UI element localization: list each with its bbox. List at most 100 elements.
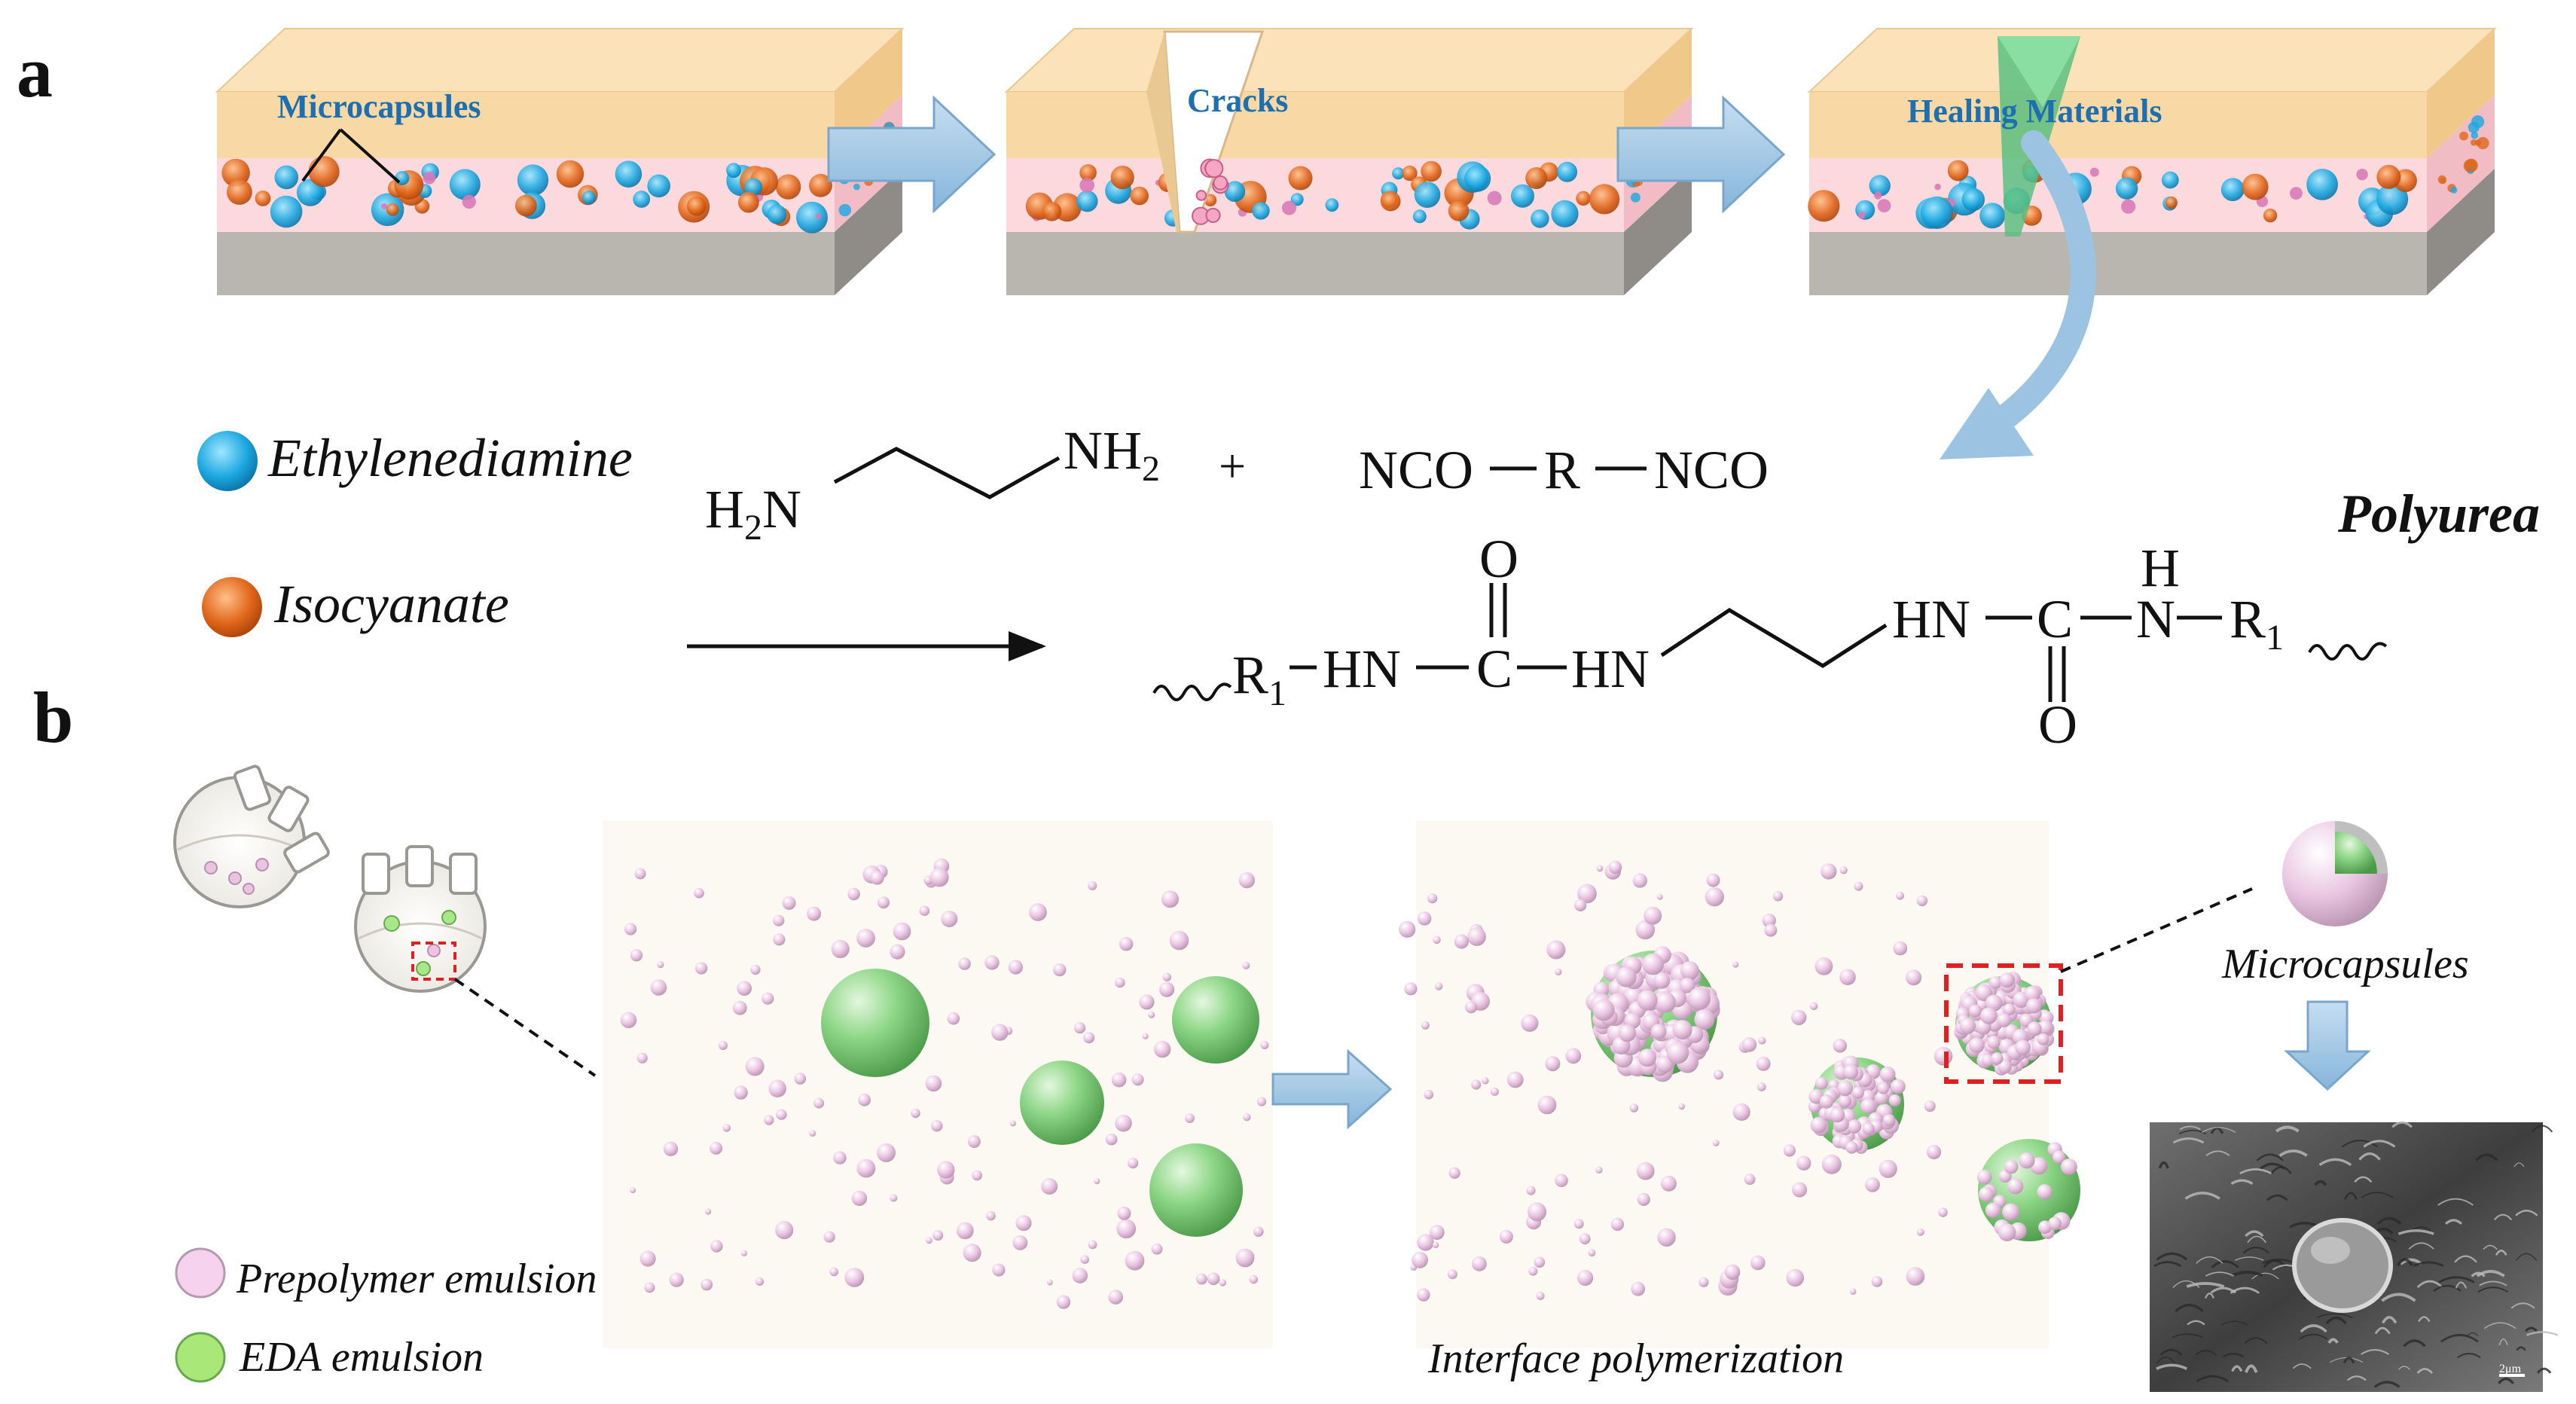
- diisocyanate-structure: NCO R NCO: [1359, 440, 1769, 500]
- ethylenediamine-legend-dot: [197, 431, 258, 491]
- cracks-label: Cracks: [1187, 82, 1288, 119]
- ethylenediamine-structure: H2N NH2: [705, 420, 1160, 548]
- prepolymer-droplet: [947, 1012, 960, 1025]
- flask-eda: [354, 845, 487, 993]
- prepolymer-droplet: [1536, 1292, 1545, 1300]
- prepolymer-droplet: [1108, 1290, 1123, 1305]
- prepolymer-droplet: [768, 1079, 786, 1097]
- prepolymer-droplet: [1238, 871, 1256, 889]
- prepolymer-droplet: [890, 944, 905, 960]
- prepolymer-droplet: [1744, 1174, 1756, 1186]
- polyurea-structure: R1 HN C O HN HN C O N H R1: [1152, 529, 2388, 755]
- prepolymer-droplet: [1537, 1095, 1557, 1115]
- prepolymer-droplet: [1169, 930, 1189, 951]
- prepolymer-droplet: [694, 962, 708, 975]
- eda-droplet: [1020, 1061, 1104, 1145]
- prepolymer-droplet: [1115, 1114, 1132, 1132]
- prepolymer-droplet: [1661, 1176, 1677, 1192]
- prepolymer-droplet: [1657, 1228, 1676, 1247]
- prepolymer-droplet: [1577, 1269, 1594, 1286]
- prepolymer-droplet: [1046, 1279, 1053, 1286]
- prepolymer-droplet: [1482, 1077, 1489, 1085]
- prepolymer-droplet: [630, 949, 643, 962]
- prepolymer-droplet: [1764, 923, 1778, 937]
- prepolymer-droplet: [1526, 1186, 1536, 1195]
- prepolymer-droplet: [890, 1194, 898, 1202]
- prepolymer-droplet: [1253, 1226, 1264, 1237]
- prepolymer-droplet: [870, 871, 884, 885]
- prepolymer-droplet: [639, 1250, 656, 1267]
- prepolymer-droplet: [1528, 1202, 1547, 1222]
- microcapsule-cluster: [1976, 1139, 2080, 1241]
- microcapsule-cluster: [1586, 946, 1720, 1082]
- prepolymer-droplet: [1219, 1279, 1227, 1286]
- prepolymer-droplet: [1924, 1100, 1936, 1113]
- prepolymer-droplet: [1756, 1056, 1771, 1071]
- prepolymer-droplet: [1792, 1182, 1808, 1198]
- prepolymer-droplet: [773, 933, 786, 946]
- prepolymer-droplet: [1080, 1255, 1089, 1264]
- eda-droplet: [1172, 976, 1259, 1064]
- prepolymer-droplet: [1577, 884, 1597, 904]
- prepolymer-droplet: [1934, 1046, 1953, 1066]
- prepolymer-droplet: [1243, 1113, 1251, 1122]
- prepolymer-droplet: [1732, 961, 1739, 968]
- prepolymer-droplet: [1865, 1177, 1880, 1192]
- prepolymer-droplet: [782, 896, 796, 910]
- prepolymer-droplet: [644, 1282, 655, 1293]
- prepolymer-droplet: [1117, 1206, 1131, 1220]
- prepolymer-droplet: [1750, 1255, 1766, 1271]
- prepolymer-droplet: [992, 1263, 1006, 1277]
- svg-text:H: H: [2141, 538, 2180, 598]
- prepolymer-droplet: [1791, 1009, 1807, 1026]
- prepolymer-droplet: [762, 992, 774, 1005]
- prepolymer-droplet: [1162, 972, 1172, 981]
- prepolymer-droplet: [1632, 873, 1647, 888]
- prepolymer-droplet: [1142, 1033, 1149, 1039]
- prepolymer-droplet: [1596, 865, 1604, 872]
- prepolymer-droplet: [1056, 1295, 1071, 1309]
- svg-text:H2N: H2N: [705, 479, 801, 548]
- prepolymer-droplet: [1839, 866, 1848, 874]
- prepolymer-droplet: [1783, 1144, 1796, 1157]
- prepolymer-droplet: [755, 1277, 765, 1286]
- prepolymer-droplet: [877, 1143, 896, 1162]
- highlight-box: [1944, 963, 2063, 1084]
- svg-text:HN: HN: [1892, 589, 1970, 649]
- prepolymer-droplet: [911, 1108, 920, 1119]
- prepolymer-droplet: [1159, 981, 1175, 997]
- prepolymer-droplet: [1015, 1215, 1032, 1232]
- prepolymer-droplet: [1105, 1133, 1118, 1146]
- prepolymer-droplet: [745, 1057, 765, 1076]
- prepolymer-droplet: [831, 939, 850, 958]
- prepolymer-droplet: [1555, 1174, 1568, 1188]
- prepolymer-droplet: [1009, 1120, 1016, 1127]
- prepolymer-droplet: [1631, 1281, 1646, 1296]
- prepolymer-droplet: [1629, 1103, 1639, 1113]
- prepolymer-droplet: [1839, 969, 1856, 985]
- svg-text:HN: HN: [1571, 639, 1650, 699]
- prepolymer-droplet: [856, 929, 875, 948]
- prepolymer-droplet: [1712, 1140, 1720, 1146]
- svg-text:C: C: [2037, 589, 2073, 649]
- prepolymer-droplet: [1814, 957, 1833, 975]
- svg-text:NCO: NCO: [1654, 440, 1769, 500]
- prepolymer-droplet: [1534, 1256, 1546, 1268]
- prepolymer-droplet: [1139, 994, 1155, 1010]
- prepolymer-droplet: [657, 961, 664, 969]
- prepolymer-droplet: [1430, 1225, 1445, 1240]
- prepolymer-legend-dot: [175, 1247, 226, 1299]
- prepolymer-droplet: [856, 1158, 876, 1178]
- prepolymer-droplet: [932, 1230, 944, 1241]
- svg-text:R: R: [1544, 440, 1580, 500]
- prepolymer-droplet: [636, 1052, 648, 1064]
- prepolymer-droplet: [1447, 1269, 1457, 1280]
- panel-label-a: a: [17, 32, 53, 112]
- prepolymer-droplet: [1421, 1021, 1430, 1030]
- cutaway-microcapsule: [2282, 821, 2388, 926]
- prepolymer-droplet: [1472, 1256, 1487, 1271]
- prepolymer-droplet: [1705, 887, 1724, 907]
- prepolymer-droplet: [1148, 1011, 1155, 1018]
- prepolymer-droplet: [1608, 860, 1622, 874]
